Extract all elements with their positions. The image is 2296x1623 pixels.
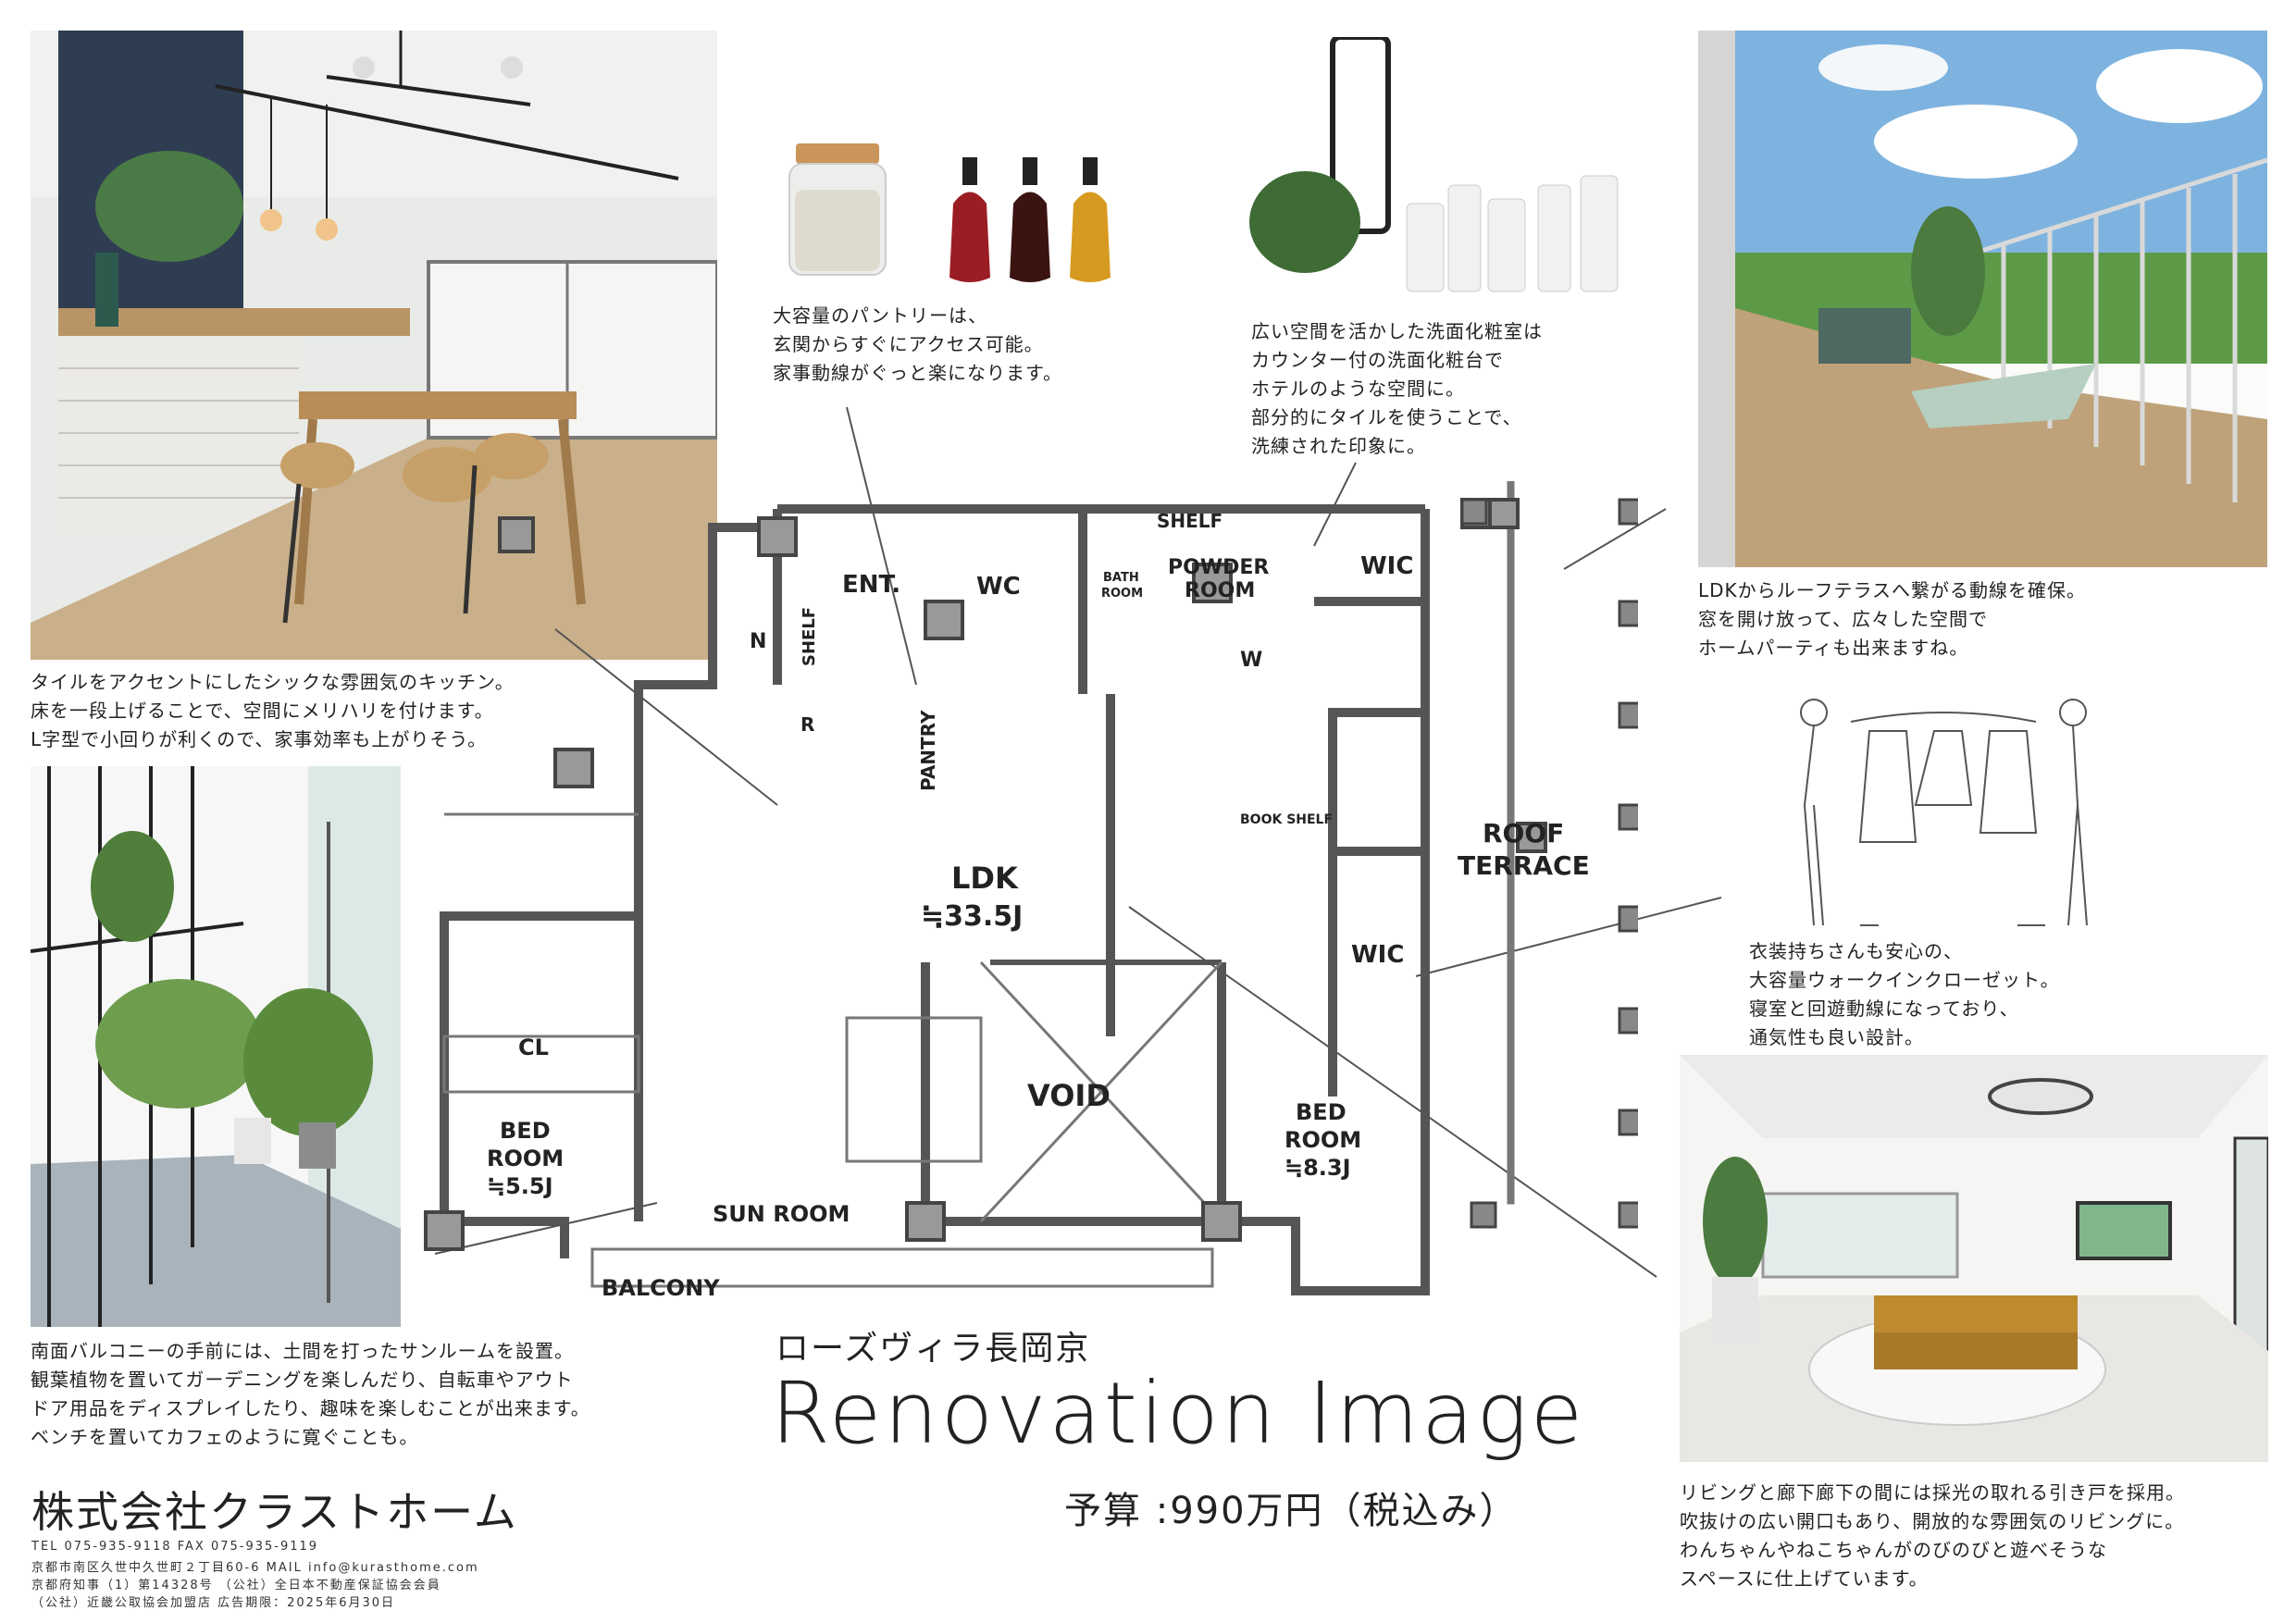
plan-bath: BATH	[1103, 571, 1139, 585]
plan-shelf-left: SHELF	[800, 607, 819, 666]
wic-caption: 衣装持ちさんも安心の、 大容量ウォークインクローゼット。 寝室と回遊動線になって…	[1749, 940, 2060, 1048]
kitchen-caption: タイルをアクセントにしたシックな雰囲気のキッチン。 床を一段上げることで、空間に…	[31, 671, 515, 750]
plan-ent: ENT.	[842, 571, 900, 599]
plan-w: W	[1240, 649, 1262, 672]
plan-wic-mid: WIC	[1351, 941, 1404, 969]
plan-wc: WC	[976, 573, 1021, 601]
sunroom-caption: 南面バルコニーの手前には、土間を打ったサンルームを設置。 観葉植物を置いてガーデ…	[31, 1340, 590, 1448]
plan-bath2: ROOM	[1101, 587, 1143, 601]
company-name: 株式会社クラストホーム	[31, 1487, 518, 1537]
plan-balcony: BALCONY	[602, 1275, 720, 1301]
plan-bed1b: ROOM	[487, 1146, 564, 1171]
plan-powder2: ROOM	[1185, 579, 1255, 602]
terrace-caption: LDKからルーフテラスへ繋がる動線を確保。 窓を開け放って、広々した空間で ホー…	[1698, 579, 2087, 659]
page-title: Renovation Image	[771, 1364, 1586, 1463]
seasoning-bottles-image	[944, 157, 1120, 287]
plan-north: N	[750, 630, 766, 653]
plan-bed2b: ROOM	[1285, 1127, 1361, 1153]
plan-bed1-size: ≒5.5J	[487, 1173, 553, 1199]
plan-bed2-size: ≒8.3J	[1285, 1155, 1351, 1181]
plan-powder: POWDER	[1168, 556, 1269, 579]
plan-roof2: TERRACE	[1458, 850, 1590, 881]
living-caption: リビングと廊下廊下の間には採光の取れる引き戸を採用。 吹抜けの広い開口もあり、開…	[1680, 1481, 2185, 1590]
budget-label: 予算 :990万円（税込み）	[1064, 1490, 1519, 1532]
living-room-illustration	[1680, 1055, 2268, 1462]
plan-void: VOID	[1027, 1078, 1111, 1113]
plan-r: R	[800, 713, 814, 736]
mirror-plant-bottles-image	[1240, 37, 1647, 296]
sunroom-illustration	[31, 766, 401, 1327]
kitchen-dining-illustration	[31, 31, 717, 660]
plan-ldk: LDK	[951, 861, 1019, 896]
plan-ldk-size: ≒33.5J	[921, 900, 1023, 933]
plan-shelf-top: SHELF	[1157, 510, 1222, 532]
plan-pantry: PANTRY	[917, 710, 939, 791]
plan-bed1: BED	[500, 1118, 551, 1144]
company-license: 京都府知事（1）第14328号 （公社）全日本不動産保証協会会員	[31, 1579, 441, 1592]
pantry-jar-image	[782, 143, 893, 278]
property-name: ローズヴィラ長岡京	[776, 1330, 1091, 1368]
clothes-rack-sketch	[1777, 694, 2119, 935]
company-address: 京都市南区久世中久世町２丁目60-6 MAIL info@kurasthome.…	[31, 1561, 479, 1575]
powder-caption: 広い空間を活かした洗面化粧室は カウンター付の洗面化粧台で ホテルのような空間に…	[1251, 320, 1543, 457]
plan-bed2: BED	[1296, 1099, 1347, 1125]
floor-plan: ENT. WC BATH ROOM SHELF POWDER ROOM WIC …	[407, 479, 1645, 1314]
pantry-caption: 大容量のパントリーは、 玄関からすぐにアクセス可能。 家事動線がぐっと楽になりま…	[773, 304, 1062, 384]
plan-bookshelf: BOOK SHELF	[1240, 812, 1333, 827]
plan-roof: ROOF	[1483, 818, 1564, 849]
company-assoc: （公社）近畿公取協会加盟店 広告期限：2025年6月30日	[31, 1596, 396, 1610]
plan-cl: CL	[518, 1035, 549, 1060]
company-contact: TEL 075-935-9118 FAX 075-935-9119	[31, 1540, 319, 1554]
plan-sunroom: SUN ROOM	[713, 1201, 850, 1227]
plan-wic-top: WIC	[1360, 552, 1413, 580]
roof-terrace-illustration	[1698, 31, 2267, 567]
